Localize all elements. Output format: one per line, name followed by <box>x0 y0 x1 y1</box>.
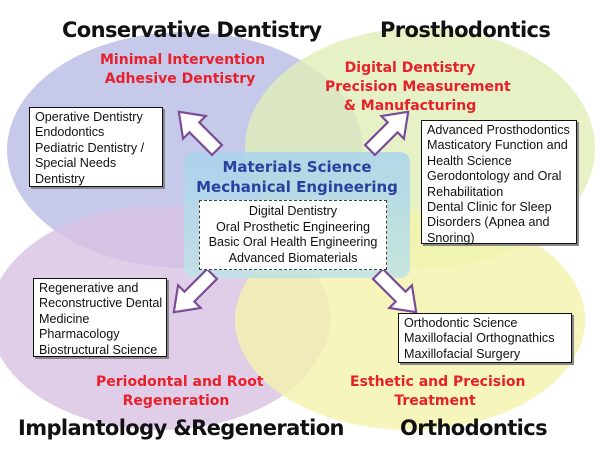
center-title-line: Mechanical Engineering <box>196 178 398 196</box>
focus-line: Esthetic and Precision <box>350 374 526 390</box>
focus-line: Periodontal and Root <box>96 374 264 390</box>
center-field-item: Digital Dentistry <box>248 204 338 218</box>
arrow-to-conservative <box>177 110 224 157</box>
field-item: Pharmacology <box>39 327 120 342</box>
center-title-line: Materials Science <box>222 158 372 176</box>
title-orthodontics: Orthodontics <box>400 416 548 440</box>
field-item: Regenerative and <box>39 281 139 295</box>
arrow-to-orthodontics <box>371 267 418 314</box>
field-item: Advanced Prosthodontics <box>427 123 570 137</box>
field-item: Dental Clinic for Sleep <box>427 200 552 215</box>
center-title: Materials Science Mechanical Engineering <box>192 157 402 197</box>
field-item: Maxillofacial Surgery <box>404 346 521 361</box>
arrow-to-implantology <box>172 267 219 314</box>
field-item: Orthodontic Science <box>404 316 518 330</box>
title-prosthodontics: Prosthodontics <box>380 18 551 42</box>
fields-box-prosthodontics: Advanced Prosthodontics Masticatory Func… <box>421 120 577 245</box>
field-item: Rehabilitation <box>427 184 504 199</box>
field-item: Disorders (Apnea and <box>427 215 550 230</box>
field-item: Special Needs <box>35 156 117 171</box>
field-item: Endodontics <box>35 125 105 140</box>
field-item: Biostructural Science <box>39 342 158 357</box>
focus-line: Precision Measurement <box>325 79 511 95</box>
focus-orthodontics: Esthetic and Precision Treatment <box>350 373 526 411</box>
focus-implantology: Periodontal and Root Regeneration <box>96 373 264 411</box>
fields-box-conservative: Operative Dentistry Endodontics Pediatri… <box>29 107 163 187</box>
focus-line: Treatment <box>394 393 476 409</box>
field-item: Masticatory Function and <box>427 138 568 153</box>
focus-line: & Manufacturing <box>343 98 477 114</box>
focus-line: Regeneration <box>122 393 230 409</box>
title-conservative-dentistry: Conservative Dentistry <box>62 18 322 42</box>
title-implantology-regeneration: Implantology &Regeneration <box>18 416 345 440</box>
field-item: Gerodontology and Oral <box>427 169 562 184</box>
field-item: Operative Dentistry <box>35 110 143 124</box>
field-item: Reconstructive Dental <box>39 296 163 311</box>
focus-line: Adhesive Dentistry <box>104 71 256 87</box>
focus-line: Minimal Intervention <box>100 52 266 68</box>
field-item: Dentistry <box>35 171 85 186</box>
focus-prosthodontics: Digital Dentistry Precision Measurement … <box>325 59 511 116</box>
arrow-to-prosthodontics <box>363 110 410 157</box>
focus-line: Digital Dentistry <box>344 60 476 76</box>
field-item: Medicine <box>39 311 90 326</box>
center-field-item: Oral Prosthetic Engineering <box>215 219 370 234</box>
field-item: Pediatric Dentistry / <box>35 140 145 155</box>
field-item: Maxillofacial Orthognathics <box>404 331 555 346</box>
fields-box-orthodontics: Orthodontic Science Maxillofacial Orthog… <box>398 313 572 363</box>
fields-box-implantology: Regenerative and Reconstructive Dental M… <box>33 278 167 357</box>
center-fields-box: Digital Dentistry Oral Prosthetic Engine… <box>199 200 387 270</box>
center-field-item: Basic Oral Health Engineering <box>208 235 378 249</box>
focus-conservative: Minimal Intervention Adhesive Dentistry <box>100 51 266 89</box>
field-item: Health Science <box>427 153 512 168</box>
field-item: Snoring) <box>427 230 475 245</box>
center-field-item: Advanced Biomaterials <box>228 250 358 265</box>
